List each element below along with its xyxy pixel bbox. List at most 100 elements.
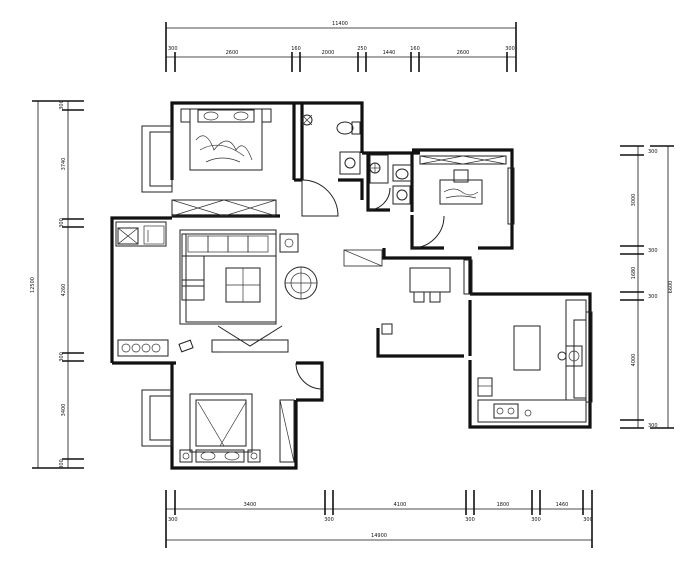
pillow (233, 111, 249, 121)
stool (557, 351, 567, 361)
dining-chair (429, 291, 441, 303)
dim-bottom-seg: 1460 (556, 502, 569, 508)
dim-bottom-seg: 300 (168, 517, 178, 523)
vanity-2 (392, 185, 411, 205)
window-bedroom2 (141, 389, 173, 447)
dim-left-seg: 300 (59, 352, 65, 362)
desk (439, 179, 483, 205)
cooktop (493, 403, 519, 419)
dim-bottom-seg: 300 (531, 517, 541, 523)
dim-top-seg: 160 (410, 46, 420, 52)
pillow (203, 111, 219, 121)
sofa-chaise (181, 255, 205, 287)
headboard-2 (195, 449, 245, 463)
dim-top-seg: 2600 (226, 50, 239, 56)
bedroom-bottom (179, 362, 323, 463)
dim-top-seg: 300 (168, 46, 178, 52)
dim-bottom-seg: 3400 (244, 502, 257, 508)
bedroom-top (171, 108, 277, 217)
bedspread-fold (197, 401, 247, 447)
nightstand-2 (179, 449, 193, 463)
headboard (197, 109, 255, 123)
dim-top-seg: 300 (505, 46, 515, 52)
double-bed-2 (189, 393, 253, 453)
dim-right-seg: 300 (648, 149, 658, 155)
toilet-2 (392, 164, 412, 182)
entry-cabinet (343, 249, 383, 267)
dim-right-seg: 4000 (631, 354, 637, 367)
dining-area (381, 267, 451, 335)
dimension-right-total: 6600 (650, 145, 674, 429)
window-study (507, 167, 515, 225)
fridge (477, 377, 493, 397)
bath2-door-swing (367, 187, 391, 211)
bathroom-main (301, 114, 361, 217)
dim-right-seg: 300 (648, 294, 658, 300)
windows (141, 125, 593, 447)
wall-shelf (419, 155, 507, 165)
dim-top-seg: 1440 (383, 50, 396, 56)
dim-top-seg: 2000 (322, 50, 335, 56)
shower-area (369, 154, 389, 184)
dimension-left-total: 12500 (30, 100, 84, 469)
dim-bottom-total-label: 14900 (371, 533, 387, 539)
dim-bottom-seg: 300 (583, 517, 593, 523)
pet-bed (178, 339, 194, 353)
living-room (115, 221, 318, 357)
window-dining (463, 259, 473, 295)
nightstand-2 (247, 449, 261, 463)
wardrobe (171, 199, 277, 217)
dim-top-total-label: 11400 (332, 21, 348, 27)
dim-left-seg: 4260 (61, 284, 67, 297)
dimension-left-segments: 300 3740 300 4260 300 3400 300 (59, 100, 84, 469)
counter-right (565, 299, 587, 401)
kitchen-island (513, 325, 541, 371)
double-bed (189, 108, 263, 171)
bedroom2-door-swing (295, 362, 323, 390)
bedspread-pattern (195, 135, 253, 163)
sink-cabinet (339, 151, 361, 175)
sink-basin (344, 157, 356, 169)
dim-right-total-label: 6600 (668, 281, 674, 294)
wardrobe-2 (279, 399, 295, 463)
dining-chair (413, 291, 425, 303)
sofa (181, 233, 277, 257)
dim-right-seg: 300 (648, 423, 658, 429)
dimension-bottom-total: 14900 (165, 530, 593, 548)
dimension-top-total: 11400 (165, 21, 517, 72)
side-table (279, 233, 299, 253)
toilet (336, 121, 354, 135)
kitchen (477, 299, 587, 423)
dimension-right-segments: 300 3000 300 1680 300 4000 300 (620, 145, 658, 429)
planter (117, 339, 169, 357)
ottoman (181, 279, 205, 301)
nightstand (261, 108, 272, 123)
nightstand (180, 108, 191, 123)
dim-bottom-seg: 300 (324, 517, 334, 523)
dimension-bottom-segments: 300 3400 300 4100 300 1800 300 1460 300 (165, 490, 593, 530)
bathroom-secondary (367, 154, 412, 211)
dim-right-seg: 1680 (631, 267, 637, 280)
dining-table (409, 267, 451, 293)
dimension-top-segments: 300 2600 160 2000 250 1440 160 2600 300 (166, 46, 516, 72)
washer (117, 227, 139, 245)
tv-viewing-lines (217, 325, 283, 347)
study-door-swing (411, 215, 445, 249)
dim-left-seg: 300 (59, 218, 65, 228)
dining-chair-side (381, 323, 393, 335)
dim-left-seg: 300 (59, 459, 65, 469)
dim-bottom-seg: 300 (465, 517, 475, 523)
dim-left-seg: 3400 (61, 404, 67, 417)
shoe-cabinet (115, 221, 167, 247)
dim-top-seg: 160 (291, 46, 301, 52)
dim-bottom-seg: 4100 (394, 502, 407, 508)
counter-bottom (477, 399, 587, 423)
dim-left-seg: 300 (59, 100, 65, 110)
range-hood-knob (524, 409, 532, 417)
dim-right-seg: 300 (648, 248, 658, 254)
study-room (411, 155, 507, 249)
dim-top-seg: 2600 (457, 50, 470, 56)
dim-left-seg: 3740 (61, 158, 67, 171)
bath-door-swing (301, 179, 339, 217)
